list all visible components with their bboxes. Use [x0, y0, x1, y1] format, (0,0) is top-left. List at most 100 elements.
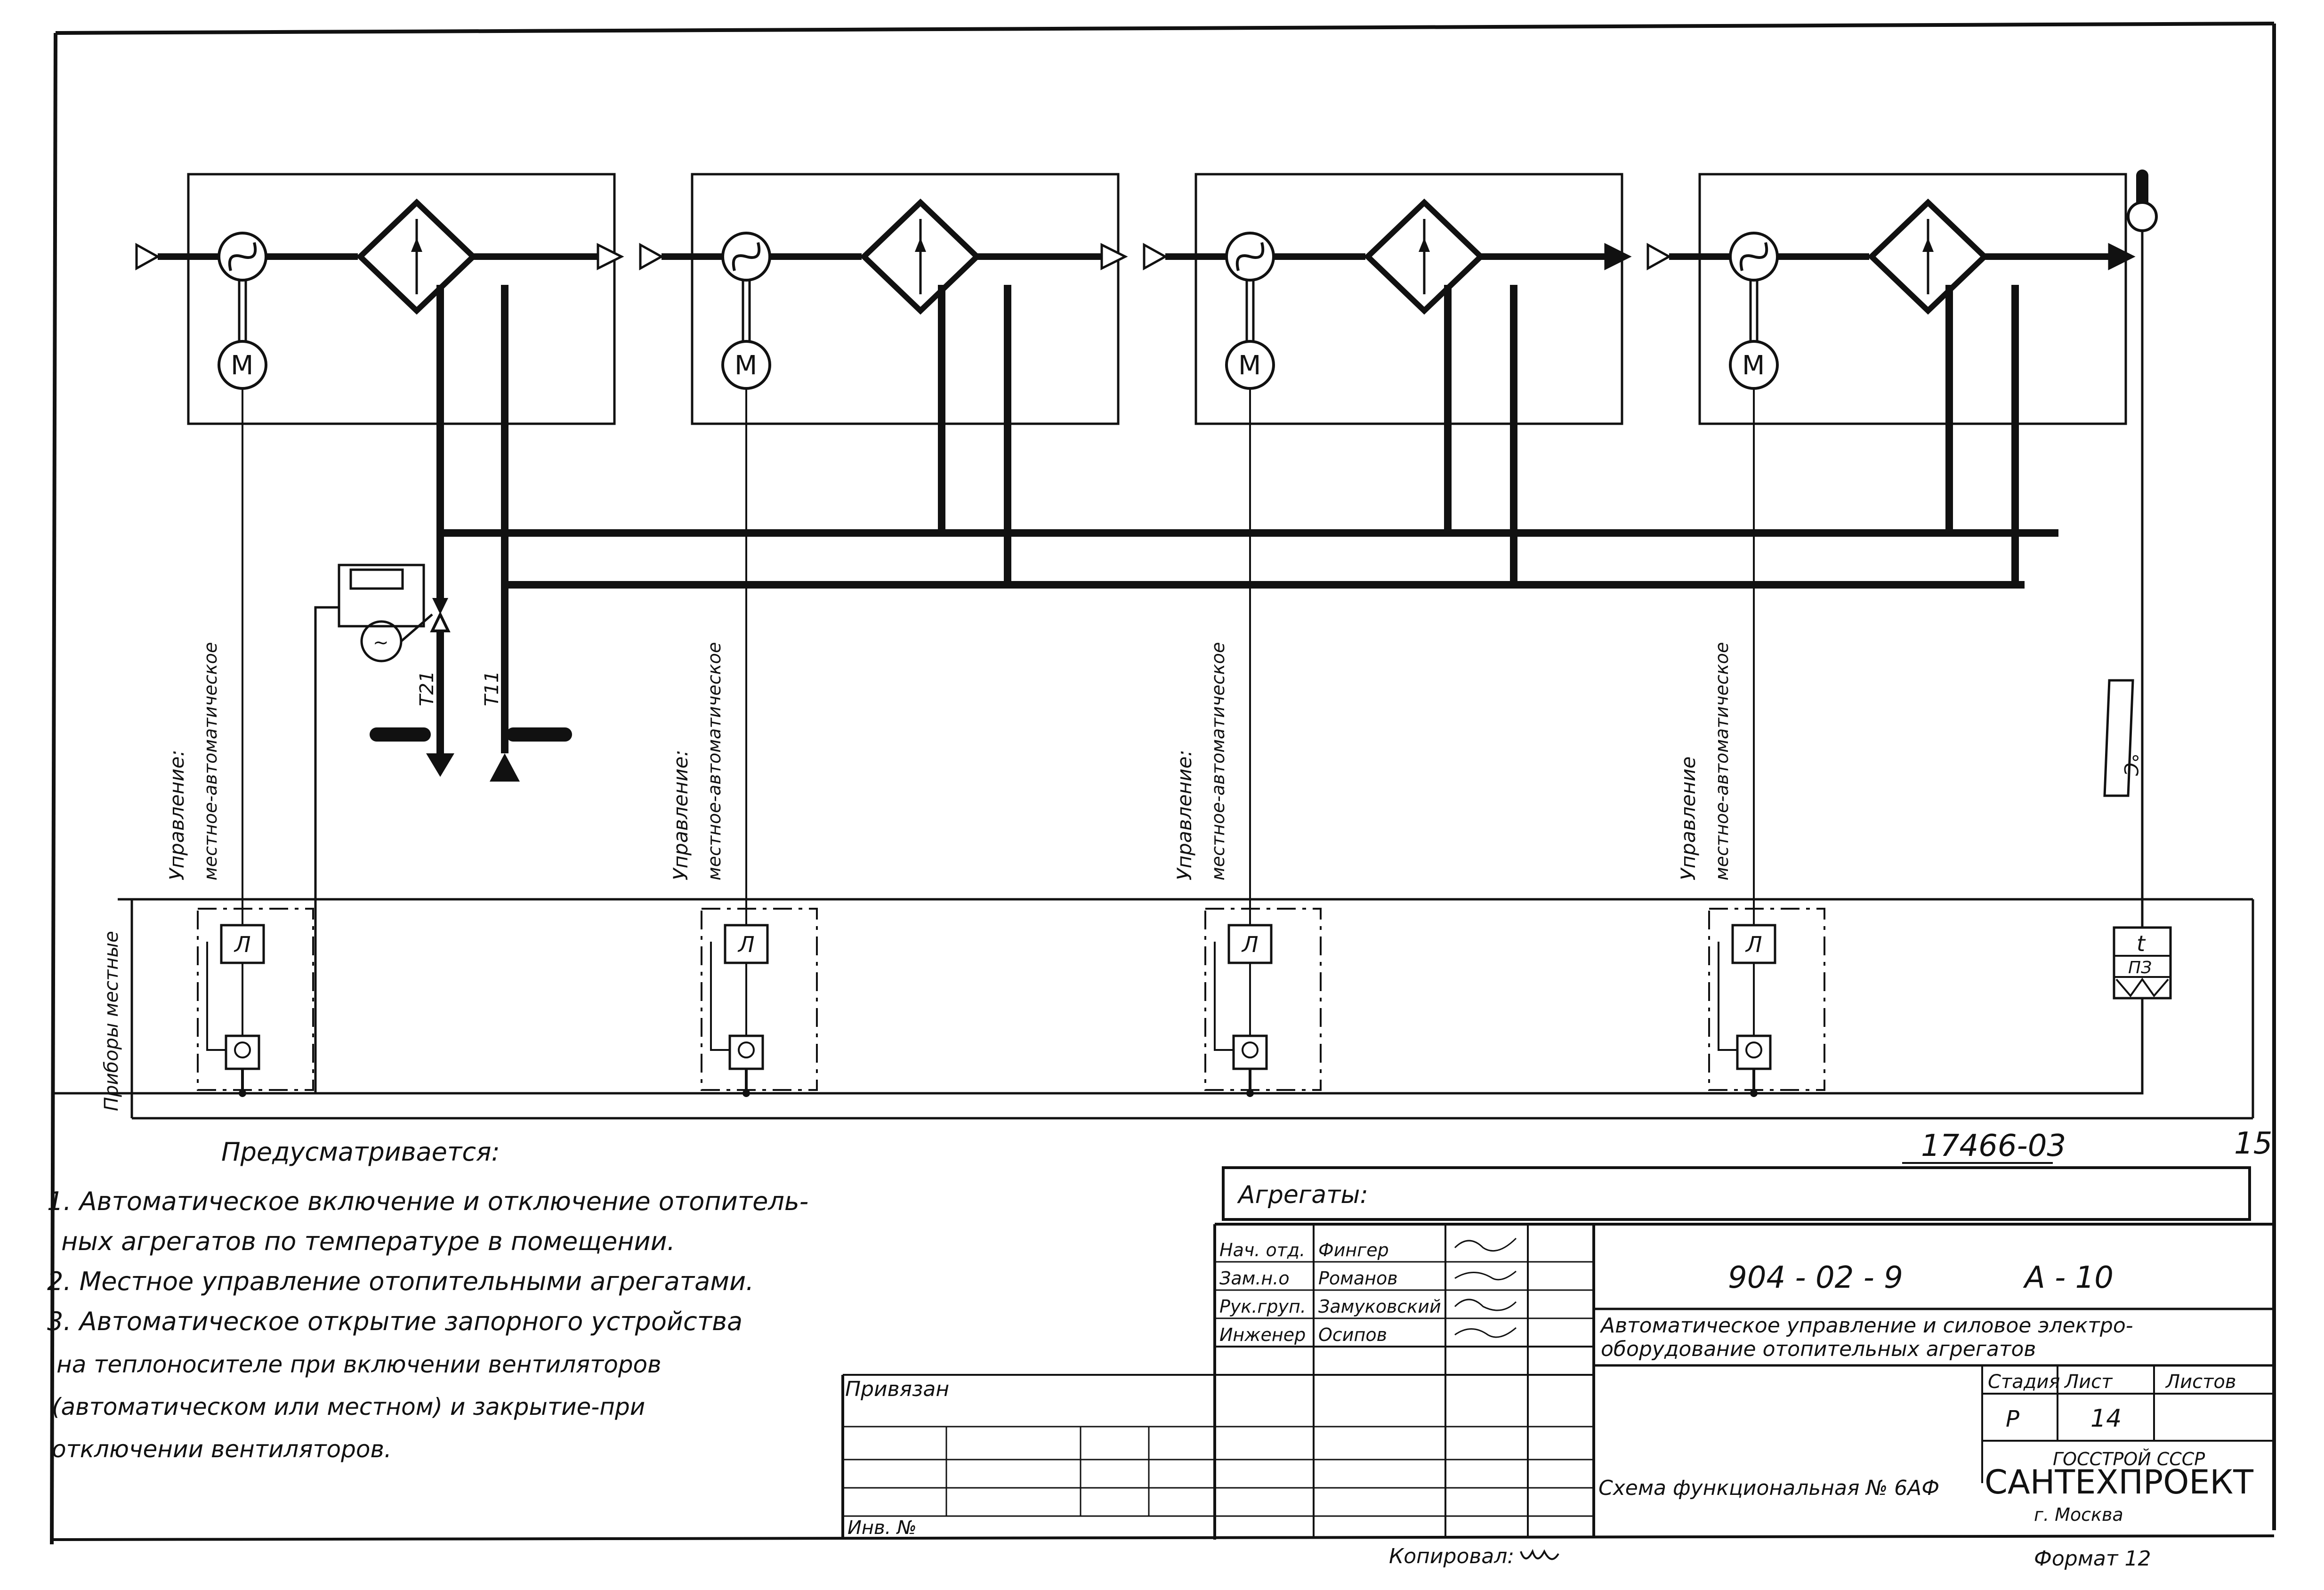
copier-signature	[1520, 1549, 1559, 1560]
org-line-1: ГОССТРОЙ СССР	[2053, 1449, 2205, 1469]
note-line-4: 3. Автоматическое открытие запорного уст…	[47, 1307, 742, 1336]
controller-label-t: t	[2137, 931, 2146, 956]
name-3: Замуковский	[1318, 1296, 1441, 1317]
name-4: Осипов	[1318, 1324, 1387, 1345]
relay-icon	[1731, 924, 1776, 964]
notes: Предусматривается: 1. Автоматическое вкл…	[47, 1137, 808, 1463]
outlet-arrow-icon	[597, 242, 624, 271]
motor-symbol: М	[1238, 350, 1261, 381]
frame-bottom	[51, 1534, 2275, 1541]
album-code: А - 10	[2023, 1260, 2114, 1295]
control-mode-label: местное-автоматическое	[1711, 642, 1732, 880]
local-instruments-label: Приборы местные	[101, 931, 122, 1111]
signature-1	[1454, 1237, 1517, 1252]
control-mode-label: местное-автоматическое	[200, 642, 221, 880]
relay-symbol: Л	[1745, 932, 1762, 957]
org-line-2: САНТЕХПРОЕКТ	[1985, 1463, 2253, 1501]
sheets-label: Листов	[2165, 1371, 2236, 1393]
control-label: Управление:	[1173, 750, 1196, 880]
motor-symbol: М	[231, 350, 253, 381]
actuator-cable	[314, 606, 339, 1093]
title-block: 17466-03 15 Агрегаты: Нач. отд. Зам.н.о …	[841, 1126, 2274, 1571]
note-line-6: (автоматическом или местном) и закрытие-…	[52, 1393, 645, 1421]
org-city: г. Москва	[2034, 1504, 2123, 1525]
note-line-7: отключении вентиляторов.	[52, 1436, 392, 1463]
relay-symbol: Л	[234, 932, 251, 957]
unit-housing	[1698, 173, 2127, 425]
notes-title: Предусматривается:	[221, 1137, 500, 1167]
outlet-arrow-icon	[1604, 242, 1632, 271]
inlet-arrow-icon	[1143, 242, 1168, 271]
note-line-2: ных агрегатов по температуре в помещении…	[61, 1227, 675, 1256]
frame-left	[50, 32, 57, 1545]
copied-label: Копировал:	[1389, 1544, 1514, 1568]
role-2: Зам.н.о	[1219, 1268, 1290, 1289]
relay-symbol: Л	[1241, 932, 1259, 957]
local-switch-icon	[1232, 1034, 1268, 1070]
title-line-1: Автоматическое управление и силовое элек…	[1599, 1314, 2133, 1338]
control-label: Управление:	[669, 750, 692, 880]
title-line-2: оборудование отопительных агрегатов	[1601, 1337, 2036, 1361]
unit-housing	[187, 173, 616, 425]
relay-icon	[220, 924, 265, 964]
valve-icon	[432, 598, 448, 614]
note-line-3: 2. Местное управление отопительными агре…	[47, 1267, 754, 1296]
supply-inlet: Т11	[481, 585, 572, 782]
stage-label: Стадия	[1988, 1371, 2060, 1393]
inlet-arrow-icon	[639, 242, 664, 271]
unit-housing	[691, 173, 1120, 425]
local-switch-icon	[225, 1034, 260, 1070]
outlet-arrow-icon	[2108, 242, 2136, 271]
local-control-box	[197, 908, 314, 1091]
thermometer-icon	[2127, 201, 2158, 232]
scheme-name: Схема функциональная № 6АФ	[1598, 1476, 1939, 1500]
note-line-1: 1. Автоматическое включение и отключение…	[47, 1186, 808, 1216]
return-arrow-icon	[426, 753, 454, 777]
local-switch-icon	[1736, 1034, 1772, 1070]
room-temperature-sensor: °C t ПЗ	[52, 169, 2172, 1095]
thermal-relay-icon	[349, 568, 404, 590]
inlet-arrow-icon	[135, 242, 161, 271]
control-label: Управление:	[165, 750, 188, 880]
control-mode-label: местное-автоматическое	[704, 642, 725, 880]
pipe-label-return: Т21	[416, 671, 438, 706]
local-control-box	[1708, 908, 1825, 1091]
local-switch-icon	[728, 1034, 764, 1070]
sensor-scale-box	[2103, 679, 2134, 797]
unit-housing	[1194, 173, 1623, 425]
local-control-box	[701, 908, 818, 1091]
aggregates-box	[1222, 1166, 2251, 1221]
signature-3	[1454, 1299, 1517, 1311]
sheet-label: Лист	[2064, 1371, 2113, 1393]
signature-2	[1454, 1270, 1517, 1281]
page-corner-number: 15	[2234, 1126, 2272, 1161]
motor-symbol: М	[1742, 350, 1765, 381]
relay-icon	[1227, 924, 1273, 964]
svg-text:~: ~	[373, 632, 389, 654]
control-label: Управление	[1677, 757, 1700, 880]
name-2: Романов	[1318, 1268, 1398, 1289]
inv-label: Инв. №	[847, 1517, 917, 1539]
shutoff-valve-assembly: ~ Т21	[314, 533, 454, 1093]
controller-label-code: ПЗ	[2128, 958, 2152, 977]
role-1: Нач. отд.	[1219, 1240, 1305, 1260]
doc-number: 17466-03	[1921, 1129, 2066, 1163]
local-instruments-panel: Приборы местные	[101, 898, 2254, 1120]
role-3: Рук.груп.	[1219, 1296, 1306, 1317]
aggregates-label: Агрегаты:	[1237, 1181, 1368, 1209]
local-control-box	[1204, 908, 1322, 1091]
relay-symbol: Л	[737, 932, 755, 957]
project-code: 904 - 02 - 9	[1728, 1260, 1903, 1295]
inlet-arrow-icon	[1646, 242, 1672, 271]
role-4: Инженер	[1219, 1324, 1306, 1345]
sensor-unit-label: °C	[2120, 753, 2141, 776]
privyazan-label: Привязан	[845, 1377, 949, 1401]
frame-top	[55, 22, 2275, 35]
format-label: Формат 12	[2034, 1547, 2151, 1571]
